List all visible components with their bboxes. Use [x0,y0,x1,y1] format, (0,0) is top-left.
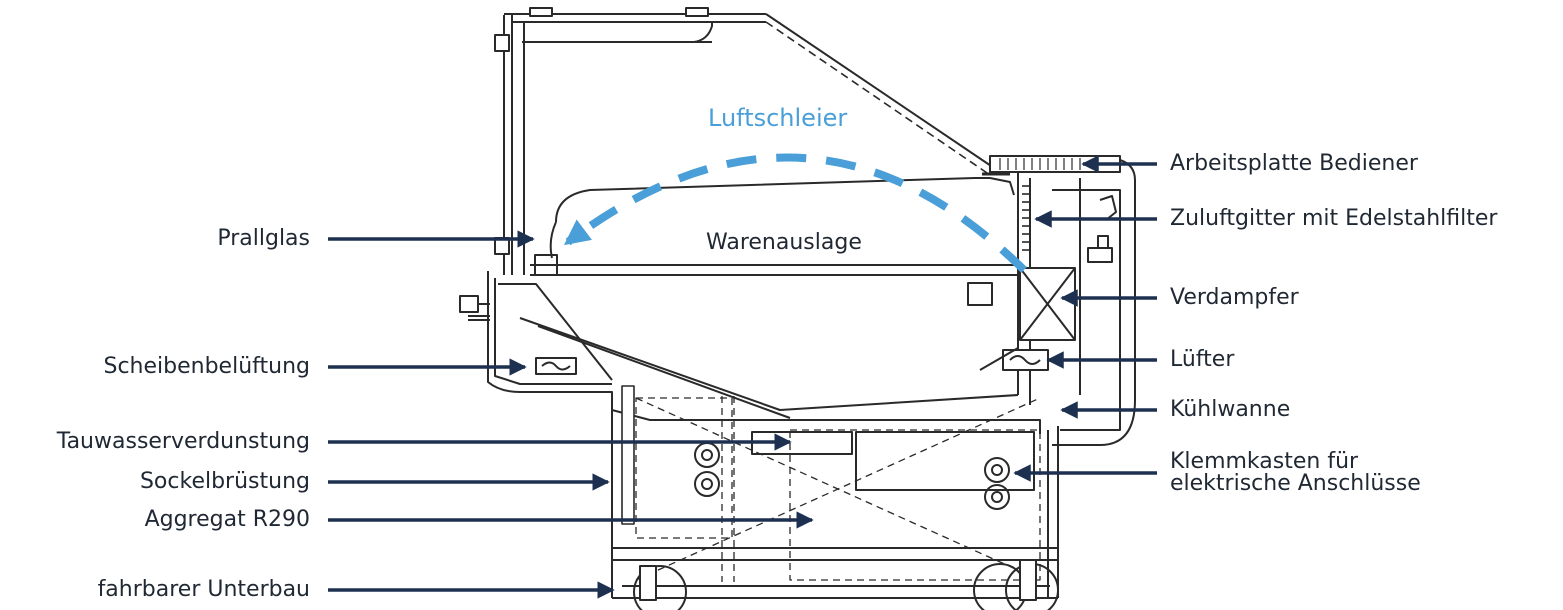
label-arbeitsplatte: Arbeitsplatte Bediener [1170,151,1418,176]
aggregate-outline [635,396,1041,582]
label-sockelbrustung: Sockelbrüstung [139,469,310,494]
label-aggregat: Aggregat R290 [144,507,310,532]
counter-drawing [459,7,1136,610]
air-curtain-label: Luftschleier [708,104,848,132]
air-curtain-arc [563,153,1027,273]
label-verdampfer: Verdampfer [1170,285,1299,310]
handle [459,295,490,321]
leader-arrows [328,155,1157,599]
glass-frame [494,7,1001,275]
label-tauwasserverdunstung: Tauwasserverdunstung [56,429,310,454]
label-klemmkasten-line2: elektrische Anschlüsse [1170,471,1421,496]
evaporator [1019,267,1076,341]
label-prallglas: Prallglas [217,226,310,251]
fan-right [979,347,1049,371]
label-scheibenbeluftung: Scheibenbelüftung [103,354,311,379]
label-klemmkasten: Klemmkasten für elektrische Anschlüsse [1170,451,1421,495]
label-klemmkasten-line1: Klemmkasten für [1170,449,1359,474]
display-tray [530,177,1022,306]
label-zuluftgitter: Zuluftgitter mit Edelstahlfilter [1170,206,1498,231]
fan-left [535,357,577,375]
display-area-label: Warenauslage [706,230,862,255]
label-lufter: Lüfter [1170,347,1235,372]
label-kuhlwanne: Kühlwanne [1170,397,1291,422]
supply-grille [1017,182,1030,262]
castors [633,559,1059,610]
label-fahrbarer-unterbau: fahrbarer Unterbau [97,577,310,602]
